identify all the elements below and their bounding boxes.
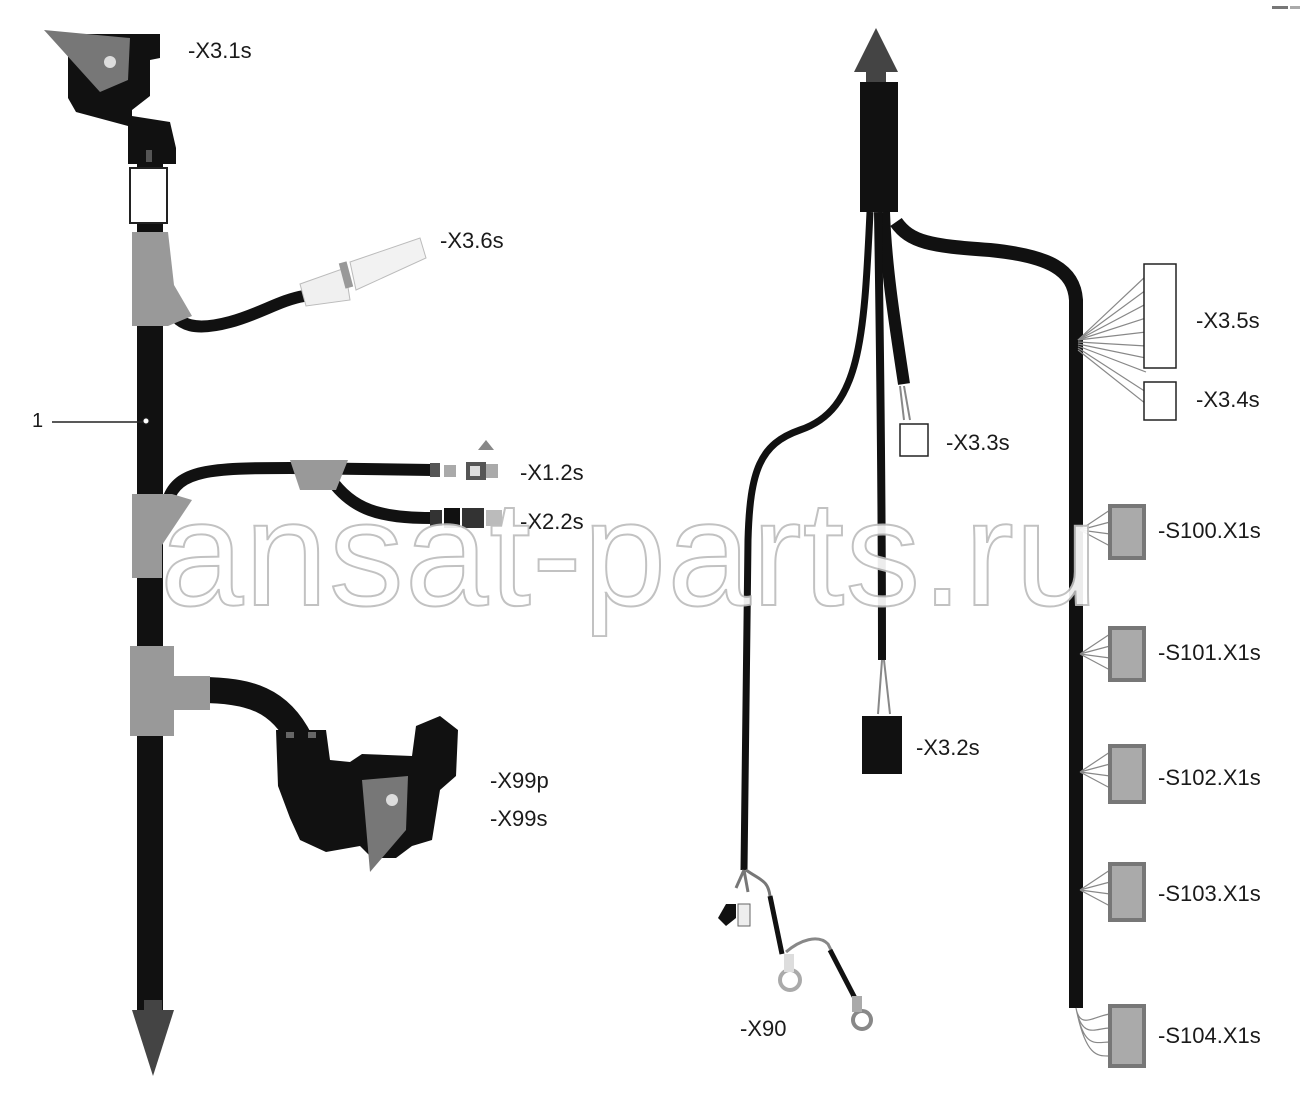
up-arrow-stem (866, 70, 886, 82)
label-x90: -X90 (740, 1016, 787, 1041)
watermark: ansat-parts.ru (159, 469, 1100, 637)
label-s102: -S102.X1s (1158, 765, 1261, 790)
switch-s103 (1079, 862, 1146, 922)
branch-right-trunk (890, 217, 1083, 1008)
corner-mark (1272, 6, 1288, 9)
switch-s100 (1079, 504, 1146, 560)
label-s103: -S103.X1s (1158, 881, 1261, 906)
connector-x3-3s (899, 423, 929, 457)
switch-s104 (1075, 1004, 1146, 1068)
connector-x3-6s (299, 237, 427, 307)
branch-x2-cable (325, 474, 433, 524)
branch-x3-3s (878, 211, 910, 385)
branch-x90 (740, 211, 874, 871)
sleeve-x1-split (290, 460, 348, 490)
switch-s101 (1079, 626, 1146, 682)
label-x1-2s: -X1.2s (520, 460, 584, 485)
connector-x3-2s (862, 716, 902, 774)
connector-x99 (276, 716, 458, 872)
fan-wires-x3-5s (1077, 275, 1147, 405)
connector-x1-2s (430, 440, 498, 480)
label-x3-4s: -X3.4s (1196, 387, 1260, 412)
label-x3-1s: -X3.1s (188, 38, 252, 63)
label-s101: -S101.X1s (1158, 640, 1261, 665)
label-x3-5s: -X3.5s (1196, 308, 1260, 333)
connector-x2-2s (430, 508, 502, 528)
label-s100: -S100.X1s (1158, 518, 1261, 543)
connector-x3-5s (1143, 263, 1177, 369)
branch-x1-x2-cable (162, 461, 433, 503)
branch-x3-2s (874, 211, 886, 661)
down-arrow-icon (132, 1010, 174, 1076)
down-arrow-stem (144, 1000, 162, 1014)
connector-x3-1s (44, 30, 176, 164)
white-sleeve (129, 167, 168, 224)
up-arrow-icon (854, 28, 898, 72)
corner-mark-2 (1290, 6, 1300, 9)
branch-x99-cable (199, 677, 312, 747)
label-x3-3s: -X3.3s (946, 430, 1010, 455)
item-1-point (142, 417, 150, 425)
label-x3-2s: -X3.2s (916, 735, 980, 760)
label-x99s: -X99s (490, 806, 548, 831)
label-item-1: 1 (32, 410, 44, 432)
connector-x3-4s (1143, 381, 1177, 421)
label-x3-6s: -X3.6s (440, 228, 504, 253)
sleeve-x3-6s (132, 232, 192, 326)
wires-x3-2s (877, 659, 891, 715)
label-s104: -S104.X1s (1158, 1023, 1261, 1048)
wires-x3-3s (899, 385, 911, 421)
label-x2-2s: -X2.2s (520, 509, 584, 534)
sleeve-x99 (130, 646, 210, 736)
sleeve-x1-x2 (132, 494, 192, 578)
switch-s102 (1079, 744, 1146, 804)
connector-x90 (718, 868, 873, 1031)
label-x99p: -X99p (490, 768, 549, 793)
right-trunk-cable (860, 82, 898, 212)
